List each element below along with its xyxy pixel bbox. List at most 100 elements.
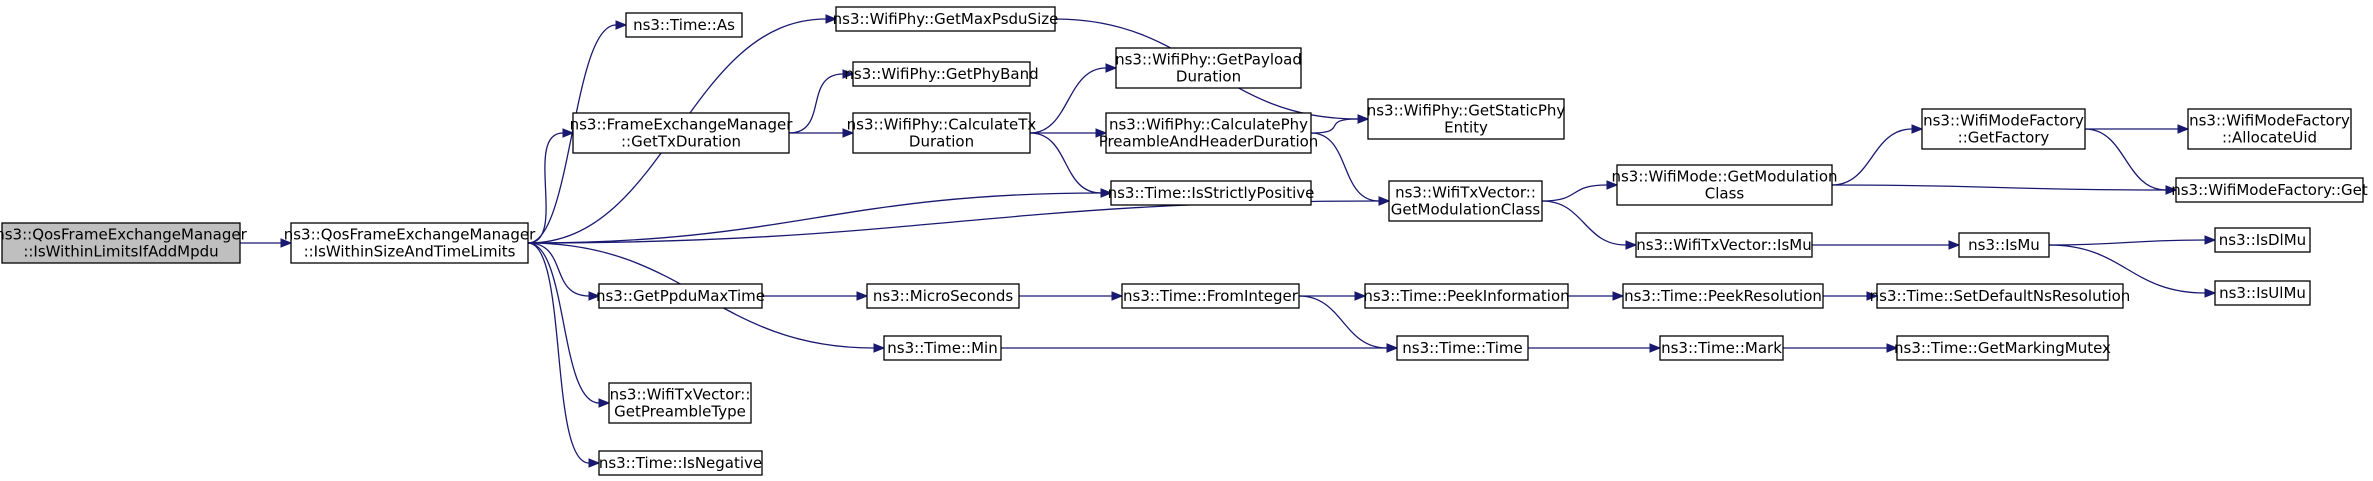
node-label: ns3::Time::SetDefaultNsResolution: [1870, 287, 2131, 305]
edge-line: [1029, 132, 1102, 194]
function-node-n20[interactable]: ns3::GetPpduMaxTime: [596, 283, 765, 309]
node-box: [835, 6, 1056, 32]
function-node-n12[interactable]: ns3::WifiMode::GetModulationClass: [1611, 164, 1838, 206]
node-box: [866, 283, 1020, 309]
call-edge-n8-n9: [1310, 114, 1370, 134]
node-label: ns3::WifiTxVector::: [1395, 184, 1536, 202]
node-box: [1659, 335, 1784, 361]
call-edge-n12-n15: [1831, 184, 2178, 195]
arrowhead-icon: [615, 20, 628, 30]
call-edge-n16-n17: [1812, 240, 1961, 250]
call-edge-n17-n19: [2048, 244, 2217, 298]
call-edge-n21-n22: [1019, 291, 1124, 301]
arrowhead-icon: [2204, 288, 2217, 298]
call-edge-n4-n5: [788, 69, 855, 134]
node-box: [1388, 180, 1543, 222]
arrowhead-icon: [1612, 291, 1625, 301]
call-edge-n1-n31: [527, 242, 601, 468]
call-edge-n20-n21: [762, 291, 869, 301]
edge-line: [1541, 184, 1608, 202]
node-label: ns3::Time::Min: [887, 339, 997, 357]
edge-line: [527, 192, 1102, 244]
call-edge-n28-n29: [1783, 343, 1899, 353]
node-box: [1110, 180, 1312, 206]
node-label: ns3::Time::Time: [1402, 339, 1523, 357]
node-label: ns3::WifiPhy::GetPayload: [1115, 51, 1302, 69]
function-node-n15[interactable]: ns3::WifiModeFactory::Get: [2171, 177, 2368, 203]
function-node-n1[interactable]: ns3::QosFrameExchangeManager::IsWithinSi…: [284, 222, 536, 264]
arrowhead-icon: [588, 291, 601, 301]
function-node-n11[interactable]: ns3::WifiTxVector::GetModulationClass: [1388, 180, 1543, 222]
node-label: Duration: [909, 133, 974, 151]
arrowhead-icon: [873, 343, 886, 353]
arrowhead-icon: [1911, 124, 1924, 134]
node-box: [1622, 283, 1824, 309]
node-label: ns3::WifiPhy::GetMaxPsduSize: [833, 10, 1059, 28]
call-edge-n26-n27: [1001, 343, 1399, 353]
edge-line: [1310, 132, 1380, 202]
function-node-n16[interactable]: ns3::WifiTxVector::IsMu: [1635, 232, 1813, 258]
node-label: Duration: [1176, 68, 1241, 86]
node-box: [598, 450, 763, 476]
node-label: ::IsWithinSizeAndTimeLimits: [304, 243, 516, 261]
function-node-n28[interactable]: ns3::Time::Mark: [1659, 335, 1784, 361]
node-label: ns3::GetPpduMaxTime: [596, 287, 765, 305]
function-node-n2[interactable]: ns3::Time::As: [625, 12, 743, 38]
node-box: [2175, 177, 2364, 203]
function-node-n23[interactable]: ns3::Time::PeekInformation: [1363, 283, 1570, 309]
node-label: ns3::WifiModeFactory::Get: [2171, 181, 2368, 199]
call-edge-n13-n15: [2084, 128, 2178, 195]
function-node-n25[interactable]: ns3::Time::SetDefaultNsResolution: [1870, 283, 2131, 309]
node-box: [608, 382, 752, 424]
function-node-n8[interactable]: ns3::WifiPhy::CalculatePhyPreambleAndHea…: [1099, 112, 1319, 154]
function-node-n17[interactable]: ns3::IsMu: [1958, 232, 2050, 258]
call-edge-n13-n14: [2085, 124, 2190, 134]
edge-line: [527, 242, 590, 297]
function-node-n21[interactable]: ns3::MicroSeconds: [866, 283, 1020, 309]
arrowhead-icon: [588, 458, 601, 468]
node-box: [852, 61, 1031, 87]
function-node-n29[interactable]: ns3::Time::GetMarkingMutex: [1894, 335, 2111, 361]
root-node-box: [1, 222, 241, 264]
arrowhead-icon: [1886, 343, 1899, 353]
node-label: ns3::Time::IsNegative: [599, 454, 762, 472]
function-node-n22[interactable]: ns3::Time::FromInteger: [1121, 283, 1300, 309]
function-node-n3[interactable]: ns3::WifiPhy::GetMaxPsduSize: [833, 6, 1059, 32]
function-node-n5[interactable]: ns3::WifiPhy::GetPhyBand: [844, 61, 1039, 87]
function-node-n18[interactable]: ns3::IsDlMu: [2214, 227, 2311, 253]
node-label: GetModulationClass: [1391, 201, 1541, 219]
call-edge-n0-n1: [240, 238, 293, 248]
call-edge-n1-n30: [527, 242, 611, 408]
node-box: [1396, 335, 1529, 361]
function-node-n4[interactable]: ns3::FrameExchangeManager::GetTxDuration: [570, 112, 794, 154]
arrowhead-icon: [842, 69, 855, 79]
arrowhead-icon: [825, 14, 838, 24]
function-node-n31[interactable]: ns3::Time::IsNegative: [598, 450, 763, 476]
arrowhead-icon: [1386, 343, 1399, 353]
function-node-n27[interactable]: ns3::Time::Time: [1396, 335, 1529, 361]
function-node-n30[interactable]: ns3::WifiTxVector::GetPreambleType: [608, 382, 752, 424]
function-node-n0[interactable]: ns3::QosFrameExchangeManager::IsWithinLi…: [0, 222, 248, 264]
edge-line: [1298, 295, 1388, 349]
node-label: ns3::WifiTxVector::: [610, 386, 751, 404]
arrowhead-icon: [2204, 235, 2217, 245]
arrowhead-icon: [1606, 180, 1619, 190]
function-node-n19[interactable]: ns3::IsUlMu: [2214, 280, 2311, 306]
node-label: ns3::MicroSeconds: [873, 287, 1014, 305]
node-label: ns3::Time::Mark: [1661, 339, 1782, 357]
node-box: [625, 12, 743, 38]
function-node-n13[interactable]: ns3::WifiModeFactory::GetFactory: [1921, 108, 2086, 150]
function-node-n26[interactable]: ns3::Time::Min: [883, 335, 1002, 361]
edge-line: [1831, 184, 2167, 191]
node-label: ns3::WifiPhy::CalculateTx: [847, 116, 1037, 134]
edge-line: [527, 242, 590, 464]
node-box: [2214, 227, 2311, 253]
function-node-n24[interactable]: ns3::Time::PeekResolution: [1622, 283, 1824, 309]
node-box: [572, 112, 790, 154]
function-node-n10[interactable]: ns3::Time::IsStrictlyPositive: [1108, 180, 1315, 206]
function-node-n14[interactable]: ns3::WifiModeFactory::AllocateUid: [2187, 108, 2352, 150]
